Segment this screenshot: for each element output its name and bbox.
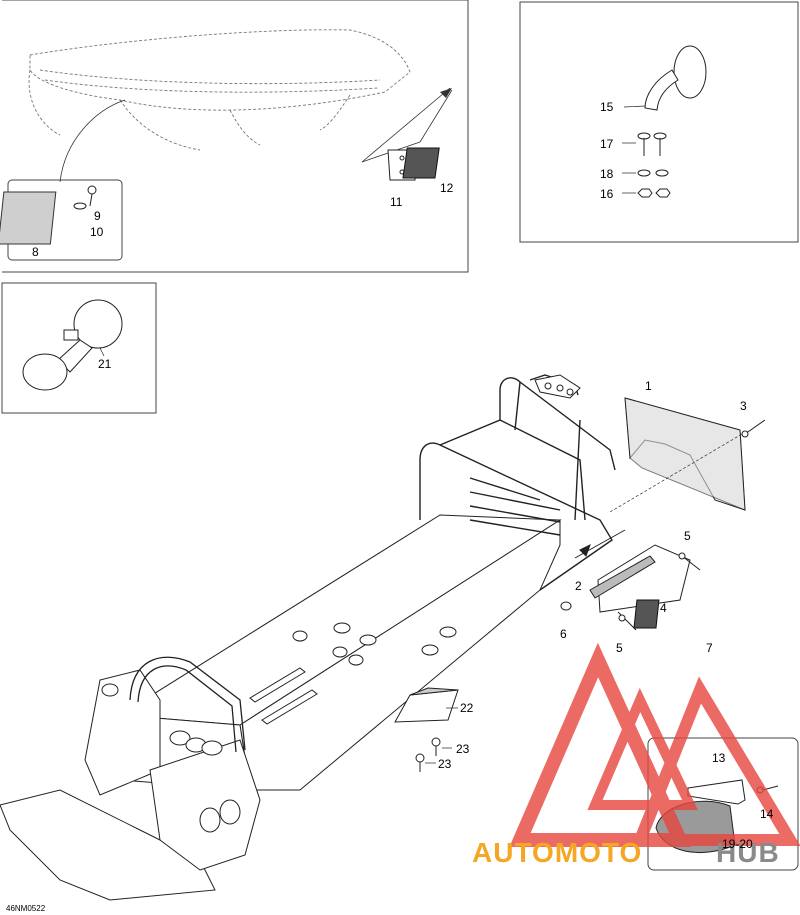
nuts-16 [637,188,671,198]
inset-horn [1,282,157,414]
inset-rear-panel [2,0,469,273]
callout-18: 18 [600,167,614,181]
callout-5-upper: 5 [684,529,691,543]
callout-19-20: 19-20 [722,837,753,851]
watermark-triangle-outer [509,642,691,847]
horn-leader [99,347,105,357]
screw-9 [87,185,97,207]
watermark-word-orange: AUTOMOTO [472,837,642,868]
callout-23-lower: 23 [438,757,452,771]
callout-4: 4 [660,601,667,615]
guard-4 [589,544,691,613]
callout-labels: 1 2 3 4 5 5 6 7 8 9 10 11 12 13 14 15 16… [32,100,774,851]
main-leaders [425,707,458,764]
callout-11: 11 [390,195,403,209]
watermark-triangle-inner [587,687,698,810]
reference-code: 46NM0522 [6,904,46,913]
callout-23-upper: 23 [456,742,470,756]
deck-slots [249,667,318,725]
callout-9: 9 [94,209,101,223]
watermark-logo [509,642,800,847]
bracket-22 [394,687,459,723]
callout-2: 2 [575,579,582,593]
washer-10 [73,202,87,210]
callout-5-lower: 5 [616,641,623,655]
screws-23 [415,737,441,772]
inset-mirror [519,1,799,243]
callout-6: 6 [560,627,567,641]
callout-14: 14 [760,807,774,821]
callout-7: 7 [706,641,713,655]
callout-10: 10 [90,225,104,239]
washers-18 [637,169,669,177]
mudflap-1 [624,397,746,511]
bracket-13 [687,779,746,805]
reflector-12 [402,147,440,179]
callout-12: 12 [440,181,454,195]
front-loop [129,656,246,753]
reflector-7 [633,599,660,629]
front-section [0,669,261,901]
reflector-8 [0,191,57,245]
callout-22: 22 [460,701,474,715]
washer-6 [560,601,572,611]
rack-plate [534,374,581,399]
rivets-5 [617,552,701,631]
callout-21: 21 [98,357,112,371]
flap-leader [609,433,743,513]
callout-16: 16 [600,187,614,201]
callout-13: 13 [712,751,726,765]
deck-holes [292,622,457,666]
callout-8: 8 [32,245,39,259]
arrow-head [440,88,452,98]
callout-3: 3 [740,399,747,413]
watermark-triangle-right [631,676,800,846]
strip-2 [574,529,626,559]
callout-1: 1 [645,379,652,393]
watermark-word-gray: HUB [716,837,780,868]
screws-17 [637,132,667,156]
mirror-15 [644,45,707,111]
rivet-3 [741,419,766,438]
horn-21 [22,299,123,391]
callout-17: 17 [600,137,614,151]
mirror-leaders [622,105,646,194]
steering-holes [169,730,223,756]
body-outline [28,29,411,151]
callout-15: 15 [600,100,614,114]
